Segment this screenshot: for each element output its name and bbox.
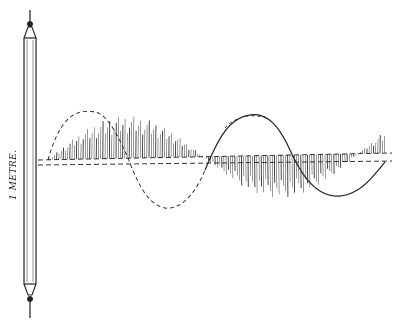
metre-rod xyxy=(23,10,37,318)
rod-body xyxy=(23,37,37,285)
wave-envelope-dashed xyxy=(47,110,206,209)
rod-top-knob xyxy=(27,21,33,27)
wave-envelope-dashed-2 xyxy=(224,115,271,129)
rod-bottom-knob xyxy=(27,296,33,302)
wave-hatching xyxy=(49,116,385,197)
rod-bottom-taper xyxy=(23,283,37,296)
rod-top-taper xyxy=(23,26,37,39)
scale-label: 1 METRE. xyxy=(9,149,19,200)
wave-curve-solid xyxy=(204,114,386,197)
